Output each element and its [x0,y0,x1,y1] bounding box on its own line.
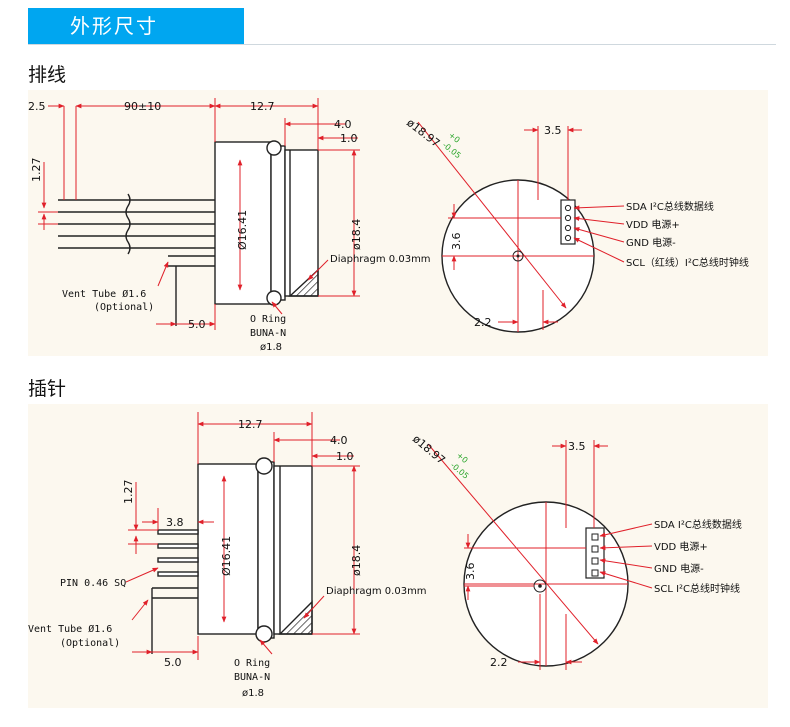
pins-dimension-lines [125,412,360,660]
dim-1-0: 1.0 [336,450,354,463]
pins-front-dimension-lines [464,440,653,670]
dim-1-8: ø1.8 [242,688,264,699]
pin-label-gnd: GND 电源- [626,236,676,249]
dim-3-6: 3.6 [464,563,477,581]
cable-drawing-panel: 2.5 90±10 12.7 4.0 1.0 1.27 Ø16.41 ø18.4… [28,90,768,356]
section-title-cable: 排线 [28,64,67,86]
cable-dimension-lines [38,98,360,330]
pin-size-label: PIN 0.46 SQ [60,578,126,589]
dim-2-2: 2.2 [474,316,492,329]
o-ring-label: O Ring [250,314,286,325]
optional-label: (Optional) [94,302,154,313]
cable-side-dimension-labels: 2.5 90±10 12.7 4.0 1.0 1.27 Ø16.41 ø18.4… [28,100,431,353]
dim-3-5: 3.5 [568,440,586,453]
dim-1-27: 1.27 [30,158,43,183]
pin-label-scl: SCL I²C总线时钟线 [654,582,740,595]
pins-drawing-panel: 12.7 4.0 1.0 1.27 3.8 Ø16.41 ø18.4 PIN 0… [28,404,768,708]
dim-12-7: 12.7 [250,100,275,113]
dim-18-97: ø18.97 [404,116,442,150]
dim-1-8: ø1.8 [260,342,282,353]
pin-label-sda: SDA I²C总线数据线 [626,200,714,213]
tolerance-minus: -0.05 [449,461,471,481]
pin-label-gnd: GND 电源- [654,562,704,575]
dim-4-0: 4.0 [330,434,348,447]
vent-tube-label: Vent Tube Ø1.6 [28,623,112,635]
header-divider [28,44,776,45]
pins-side-dimension-labels: 12.7 4.0 1.0 1.27 3.8 Ø16.41 ø18.4 PIN 0… [28,418,427,699]
dim-4-0: 4.0 [334,118,352,131]
sensor-side-view [58,140,319,326]
buna-label: BUNA-N [234,672,270,683]
cable-drawing: 2.5 90±10 12.7 4.0 1.0 1.27 Ø16.41 ø18.4… [28,98,749,353]
dim-5-0: 5.0 [164,656,182,669]
dim-12-7: 12.7 [238,418,263,431]
section-header-tab: 外形尺寸 [28,8,244,44]
dim-16-41: Ø16.41 [220,536,233,576]
dim-18-4: ø18.4 [350,219,363,250]
vent-tube-label: Vent Tube Ø1.6 [62,288,146,300]
dim-5-0: 5.0 [188,318,206,331]
pin-sensor-side-view [151,457,313,654]
diaphragm-label: Diaphragm 0.03mm [330,254,431,265]
pins-drawing: 12.7 4.0 1.0 1.27 3.8 Ø16.41 ø18.4 PIN 0… [28,412,742,699]
section-title-pins: 插针 [28,378,67,400]
dim-1-0: 1.0 [340,132,358,145]
dim-3-5: 3.5 [544,124,562,137]
dim-3-6: 3.6 [450,233,463,251]
pin-label-vdd: VDD 电源+ [626,218,680,231]
o-ring-label: O Ring [234,658,270,669]
dim-1-27: 1.27 [122,480,135,505]
dim-2-2: 2.2 [490,656,508,669]
dim-2-5: 2.5 [28,100,46,113]
diaphragm-label: Diaphragm 0.03mm [326,586,427,597]
tolerance-minus: -0.05 [441,140,463,160]
optional-label: (Optional) [60,638,120,649]
dim-18-4: ø18.4 [350,545,363,576]
dim-18-97: ø18.97 [410,432,448,467]
dim-16-41: Ø16.41 [236,210,249,250]
pin-sensor-front-view [427,443,629,667]
dim-90: 90±10 [124,100,161,113]
dim-3-8: 3.8 [166,516,184,529]
cable-front-dimension-lines [448,126,625,330]
pin-label-vdd: VDD 电源+ [654,540,708,553]
pin-label-sda: SDA I²C总线数据线 [654,518,742,531]
pin-label-scl: SCL（红线）I²C总线时钟线 [626,256,749,269]
buna-label: BUNA-N [250,328,286,339]
